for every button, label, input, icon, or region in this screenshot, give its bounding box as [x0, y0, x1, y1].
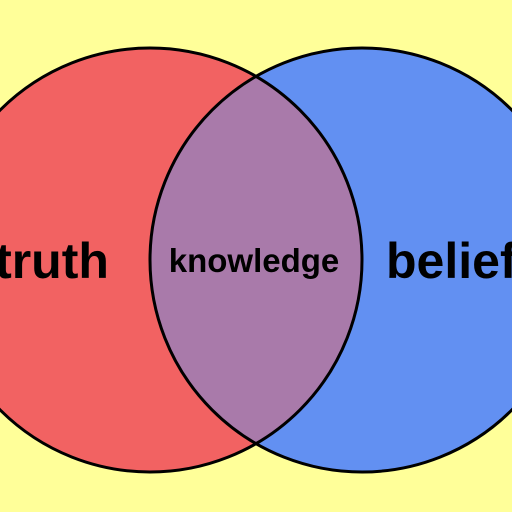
truth-circle-outline — [0, 46, 364, 474]
knowledge-label: knowledge — [169, 242, 340, 279]
truth-label: truth — [0, 233, 109, 289]
knowledge-intersection — [150, 48, 362, 472]
belief-label: belief — [386, 233, 512, 289]
belief-circle-outline — [148, 46, 512, 474]
